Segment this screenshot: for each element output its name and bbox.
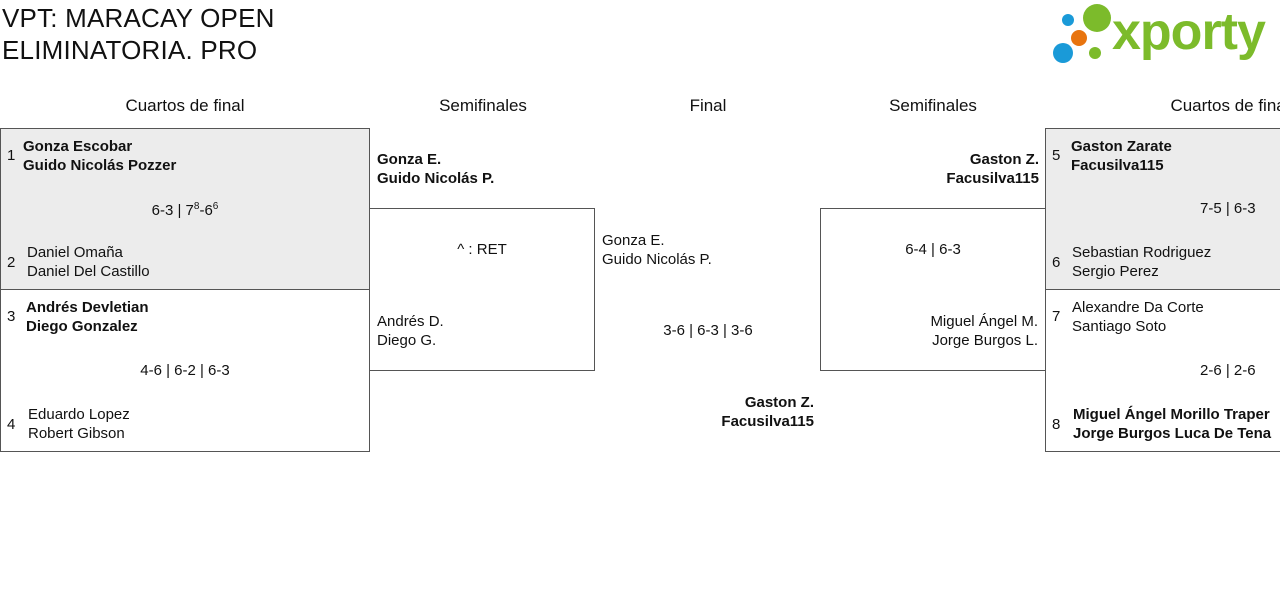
left-sf-match[interactable] — [369, 208, 595, 371]
round-final: Final — [689, 96, 727, 115]
player-name: Facusilva115 — [721, 413, 814, 430]
player-name: Gonza E. — [377, 151, 442, 168]
right-qf-m2-score: 2-6 | 2-6 — [1200, 362, 1256, 379]
player-name: Diego Gonzalez — [26, 318, 138, 335]
player-name: Guido Nicolás P. — [377, 170, 495, 187]
player-name: Gaston Zarate — [1071, 138, 1172, 155]
logo-dots-icon — [1053, 4, 1111, 63]
right-qf-m1-team-a: Gaston Zarate Facusilva115 — [1071, 137, 1172, 175]
player-name: Jorge Burgos L. — [932, 332, 1038, 349]
player-name: Sergio Perez — [1072, 263, 1159, 280]
player-name: Facusilva115 — [1071, 157, 1164, 174]
right-sf-team-a: Gaston Z. Facusilva115 — [820, 150, 1039, 188]
player-name: Robert Gibson — [28, 425, 125, 442]
round-right-semifinals: Semifinales — [889, 96, 977, 115]
player-name: Gaston Z. — [744, 394, 814, 411]
player-name: Guido Nicolás P. — [602, 251, 712, 268]
left-qf-m1-team-a: Gonza Escobar Guido Nicolás Pozzer — [23, 137, 176, 175]
seed-number: 6 — [1052, 254, 1061, 271]
final-team-a: Gonza E. Guido Nicolás P. — [602, 231, 712, 269]
player-name: Sebastian Rodriguez — [1072, 244, 1212, 261]
player-name: Gonza Escobar — [23, 138, 133, 155]
logo-text: xporty — [1112, 3, 1266, 61]
left-sf-team-a: Gonza E. Guido Nicolás P. — [377, 150, 494, 188]
seed-number: 7 — [1052, 308, 1061, 325]
left-qf-m2-team-b: Eduardo Lopez Robert Gibson — [28, 405, 130, 443]
right-qf-m1-score: 7-5 | 6-3 — [1200, 200, 1256, 217]
player-name: Alexandre Da Corte — [1072, 299, 1204, 316]
player-name: Gaston Z. — [969, 151, 1039, 168]
player-name: Andrés Devletian — [26, 299, 149, 316]
player-name: Guido Nicolás Pozzer — [23, 157, 177, 174]
player-name: Gonza E. — [602, 232, 665, 249]
right-sf-score: 6-4 | 6-3 — [905, 241, 961, 258]
player-name: Facusilva115 — [946, 170, 1039, 187]
right-qf-match-1[interactable] — [1045, 128, 1280, 290]
left-qf-m2-team-a: Andrés Devletian Diego Gonzalez — [26, 298, 149, 336]
xporty-logo: xporty — [1050, 3, 1278, 68]
right-qf-m2-team-a: Alexandre Da Corte Santiago Soto — [1072, 298, 1204, 336]
seed-number: 3 — [7, 308, 16, 325]
player-name: Miguel Ángel M. — [930, 313, 1038, 330]
player-name: Jorge Burgos Luca De Tena — [1073, 425, 1272, 442]
round-right-quarterfinals: Cuartos de final — [1170, 96, 1280, 115]
player-name: Daniel Del Castillo — [27, 263, 150, 280]
seed-number: 8 — [1052, 416, 1061, 433]
round-left-semifinals: Semifinales — [439, 96, 527, 115]
tournament-title-line2: ELIMINATORIA. PRO — [2, 35, 258, 65]
left-qf-match-1[interactable] — [0, 128, 370, 290]
right-qf-match-2[interactable] — [1045, 289, 1280, 452]
left-qf-m2-score: 4-6 | 6-2 | 6-3 — [140, 362, 230, 379]
right-qf-m2-team-b: Miguel Ángel Morillo Traper Jorge Burgos… — [1073, 405, 1271, 443]
left-qf-m1-team-b: Daniel Omaña Daniel Del Castillo — [27, 243, 150, 281]
player-name: Eduardo Lopez — [28, 406, 130, 423]
tournament-title-line1: VPT: MARACAY OPEN — [2, 3, 275, 33]
final-score: 3-6 | 6-3 | 3-6 — [663, 322, 753, 339]
left-sf-team-b: Andrés D. Diego G. — [377, 312, 444, 350]
player-name: Andrés D. — [377, 313, 444, 330]
seed-number: 2 — [7, 254, 16, 271]
player-name: Miguel Ángel Morillo Traper — [1073, 406, 1270, 423]
player-name: Santiago Soto — [1072, 318, 1167, 335]
seed-number: 1 — [7, 147, 16, 164]
right-sf-team-b: Miguel Ángel M. Jorge Burgos L. — [820, 312, 1038, 350]
left-sf-score: ^ : RET — [457, 241, 507, 258]
round-left-quarterfinals: Cuartos de final — [125, 96, 245, 115]
player-name: Daniel Omaña — [27, 244, 123, 261]
seed-number: 5 — [1052, 147, 1061, 164]
left-qf-m1-score: 6-3 | 78-66 — [151, 201, 219, 219]
seed-number: 4 — [7, 416, 16, 433]
final-team-b: Gaston Z. Facusilva115 — [600, 393, 814, 431]
right-qf-m1-team-b: Sebastian Rodriguez Sergio Perez — [1072, 243, 1211, 281]
player-name: Diego G. — [377, 332, 437, 349]
